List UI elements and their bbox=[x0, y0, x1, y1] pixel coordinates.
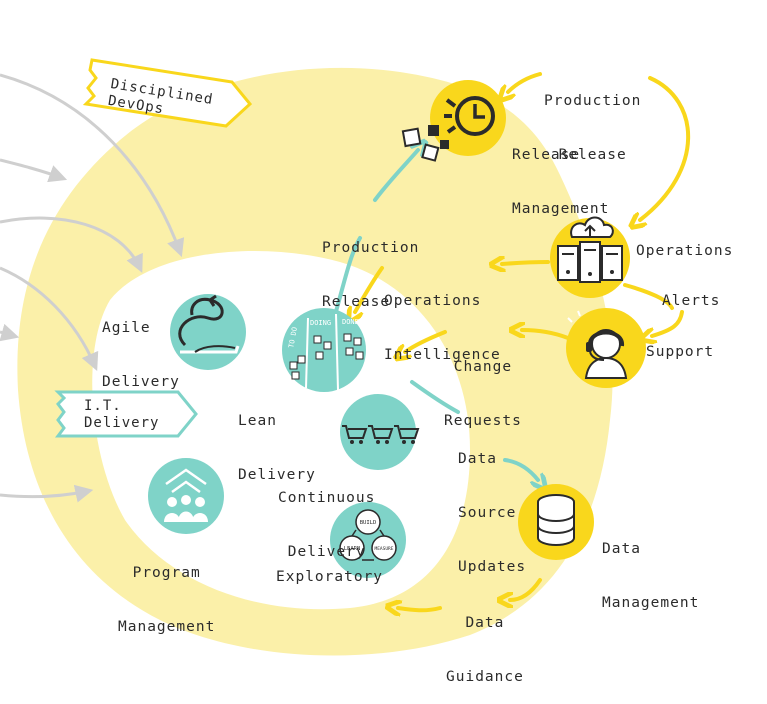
continuous-delivery-label: Continuous Delivery bbox=[278, 453, 375, 579]
arrow-data-source-to-data-mgmt bbox=[503, 458, 538, 480]
data-management-icon bbox=[518, 484, 594, 560]
release-management-label: Release Management bbox=[512, 110, 609, 236]
arrow-prod-release-to-release-mgmt bbox=[508, 72, 542, 92]
gray-arrow-6 bbox=[0, 484, 94, 503]
arrow-prod-release-to-rm-icon bbox=[373, 150, 418, 202]
program-management-line1: Program bbox=[132, 565, 201, 581]
production-release-mid-line2: Release bbox=[322, 294, 391, 310]
data-management-label: Data Management bbox=[602, 504, 699, 630]
agile-delivery-icon bbox=[170, 294, 246, 370]
data-guidance-line1: Data bbox=[465, 615, 505, 631]
production-release-top-line2: Release bbox=[558, 147, 627, 163]
operations-label: Operations bbox=[636, 243, 734, 259]
kanban-doing: DOING bbox=[310, 319, 331, 327]
disciplined-devops-tag bbox=[82, 58, 253, 128]
gray-arrow-3 bbox=[0, 216, 143, 273]
release-management-line2: Management bbox=[512, 201, 610, 217]
it-delivery-label: I.T. Delivery bbox=[84, 398, 159, 432]
it-delivery-line1: I.T. bbox=[84, 398, 122, 414]
incoming-arrows bbox=[0, 73, 185, 503]
alerts-label: Alerts bbox=[662, 293, 721, 309]
data-source-updates-line3: Updates bbox=[458, 559, 527, 575]
lean-delivery-icon: TO DO DOING DONE bbox=[282, 308, 366, 392]
cycle-measure: MEASURE bbox=[375, 546, 394, 552]
cycle-build: BUILD bbox=[360, 520, 377, 526]
operations-intelligence-line2: Intelligence bbox=[384, 347, 501, 363]
yellow-flow-arrows bbox=[355, 72, 691, 610]
gray-arrow-1 bbox=[0, 73, 185, 258]
agile-delivery-label: Agile Delivery bbox=[102, 283, 180, 409]
agile-delivery-line2: Delivery bbox=[102, 374, 180, 390]
arrow-lean-to-data-source bbox=[410, 380, 460, 414]
arrow-lean-to-prod-release bbox=[333, 236, 362, 317]
arrow-ops-intelligence-to-lean bbox=[355, 266, 384, 312]
support-label: Support bbox=[646, 344, 715, 360]
it-delivery-tag bbox=[54, 390, 198, 438]
data-source-updates-label: Data Source Updates bbox=[458, 414, 526, 594]
disciplined-devops-diagram: TO DO DOING DONE bbox=[0, 58, 691, 656]
operations-intelligence-label: Operations Intelligence bbox=[384, 256, 501, 382]
arrow-prod-release-to-operations bbox=[640, 76, 691, 220]
operations-icon bbox=[550, 216, 630, 298]
release-management-icon bbox=[401, 80, 506, 162]
production-release-mid-line1: Production bbox=[322, 240, 420, 256]
arrow-alerts-to-support bbox=[652, 310, 684, 336]
kanban-done: DONE bbox=[342, 318, 359, 326]
continuous-delivery-icon bbox=[340, 394, 420, 470]
lean-delivery-line1: Lean bbox=[238, 413, 277, 429]
data-source-updates-line2: Source bbox=[458, 505, 517, 521]
arrow-guidance-to-inner bbox=[398, 608, 442, 610]
production-release-mid-label: Production Release bbox=[322, 203, 419, 329]
gray-arrow-5 bbox=[0, 323, 20, 342]
gray-arrow-4 bbox=[0, 266, 99, 371]
production-release-top-line1: Production bbox=[544, 93, 642, 109]
arrow-operations-to-alerts bbox=[623, 283, 674, 310]
data-source-updates-line1: Data bbox=[458, 451, 497, 467]
data-guidance-label: Data Guidance bbox=[446, 578, 524, 704]
lean-delivery-line2: Delivery bbox=[238, 467, 316, 483]
it-delivery-line2: Delivery bbox=[84, 415, 160, 431]
release-management-line1: Release bbox=[512, 147, 581, 163]
cycle-learn: LEARN bbox=[344, 546, 361, 552]
production-release-top-label: Production Release bbox=[544, 56, 641, 182]
support-icon bbox=[566, 308, 646, 388]
exploratory-label: Exploratory bbox=[276, 569, 384, 585]
data-management-line1: Data bbox=[602, 541, 641, 557]
continuous-delivery-line2: Delivery bbox=[287, 544, 366, 560]
data-management-line2: Management bbox=[602, 595, 700, 611]
lean-delivery-label: Lean Delivery bbox=[238, 376, 316, 502]
arrow-data-mgmt-to-guidance bbox=[510, 578, 542, 600]
change-requests-label: Change Requests bbox=[444, 322, 522, 448]
teal-flow-arrows bbox=[333, 150, 538, 480]
program-management-icon bbox=[148, 458, 224, 534]
arrow-change-requests-to-lean bbox=[405, 330, 447, 352]
program-management-line2: Management bbox=[118, 619, 216, 635]
gray-arrow-2 bbox=[0, 158, 68, 183]
change-requests-line1: Change bbox=[453, 359, 513, 375]
exploratory-icon: BUILD LEARN MEASURE bbox=[330, 502, 406, 578]
kanban-todo: TO DO bbox=[287, 326, 299, 348]
agile-delivery-line1: Agile bbox=[102, 320, 151, 336]
arrow-operations-to-ops-intelligence bbox=[502, 262, 550, 264]
change-requests-line2: Requests bbox=[444, 413, 522, 429]
operations-intelligence-line1: Operations bbox=[384, 293, 482, 309]
data-guidance-line2: Guidance bbox=[446, 669, 524, 685]
continuous-delivery-line1: Continuous bbox=[278, 490, 376, 506]
arrow-support-to-change-requests bbox=[522, 330, 570, 340]
program-management-label: Program Management bbox=[118, 528, 215, 654]
